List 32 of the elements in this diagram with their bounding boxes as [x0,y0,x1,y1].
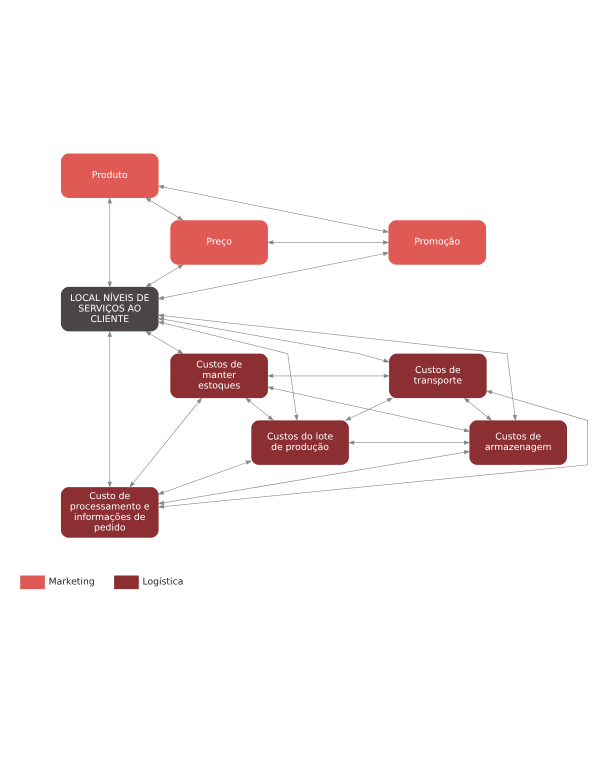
arrow [158,450,470,505]
arrow [158,460,252,495]
arrow [158,317,390,363]
node-box: Custos de armazenagem [469,420,567,465]
arrow [158,390,588,509]
node-box: Custos do lote de produção [251,420,349,465]
legend-label: Logística [142,576,184,588]
node-box: Custos de manter estoques [170,354,268,398]
arrow [158,314,517,422]
node-box: Promoção [388,220,486,265]
arrow [464,398,492,421]
node-box: Custos de transporte [389,354,487,398]
arrow [348,440,470,445]
arrow [245,398,274,421]
arrow [129,398,202,488]
arrow [108,330,112,488]
node-box: Preço [170,220,268,265]
arrow [145,197,184,221]
arrow [145,330,184,354]
arrow [267,374,390,378]
arrow [344,398,394,421]
node-box: Produto [60,153,159,198]
node-box: LOCAL NÍVEIS DE SERVIÇOS AO CLIENTE [60,286,159,332]
node-box: Custo de processamento e informações de pedido [60,487,159,538]
arrow [267,240,390,245]
arrow [158,252,390,300]
legend-label: Marketing [48,576,95,588]
arrow [158,321,298,422]
arrow [158,185,390,234]
arrow [108,197,112,288]
arrow [267,386,470,432]
arrow [145,264,184,288]
